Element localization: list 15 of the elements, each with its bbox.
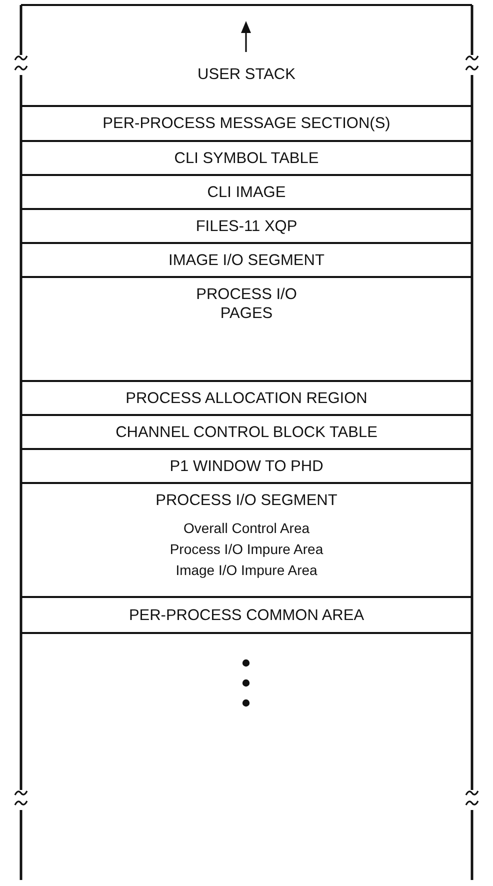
region-label: P1 WINDOW TO PHD (170, 457, 324, 476)
region-label: PER-PROCESS MESSAGE SECTION(S) (102, 114, 390, 133)
region-label: CLI IMAGE (207, 183, 286, 202)
region-label: CLI SYMBOL TABLE (174, 149, 319, 168)
subarea-label: Overall Control Area (183, 519, 310, 538)
region-label: CHANNEL CONTROL BLOCK TABLE (116, 423, 378, 442)
region-label: PROCESS ALLOCATION REGION (126, 389, 368, 408)
region-label: PROCESS I/O PAGES (195, 285, 298, 323)
region-label: FILES-11 XQP (196, 217, 298, 236)
subarea-label: Process I/O Impure Area (170, 540, 324, 559)
region-label: IMAGE I/O SEGMENT (168, 251, 324, 270)
region-label: PER-PROCESS COMMON AREA (128, 606, 364, 625)
region-label: PROCESS I/O SEGMENT (156, 491, 338, 510)
region-label: USER STACK (198, 65, 296, 84)
subarea-label: Image I/O Impure Area (176, 561, 318, 580)
